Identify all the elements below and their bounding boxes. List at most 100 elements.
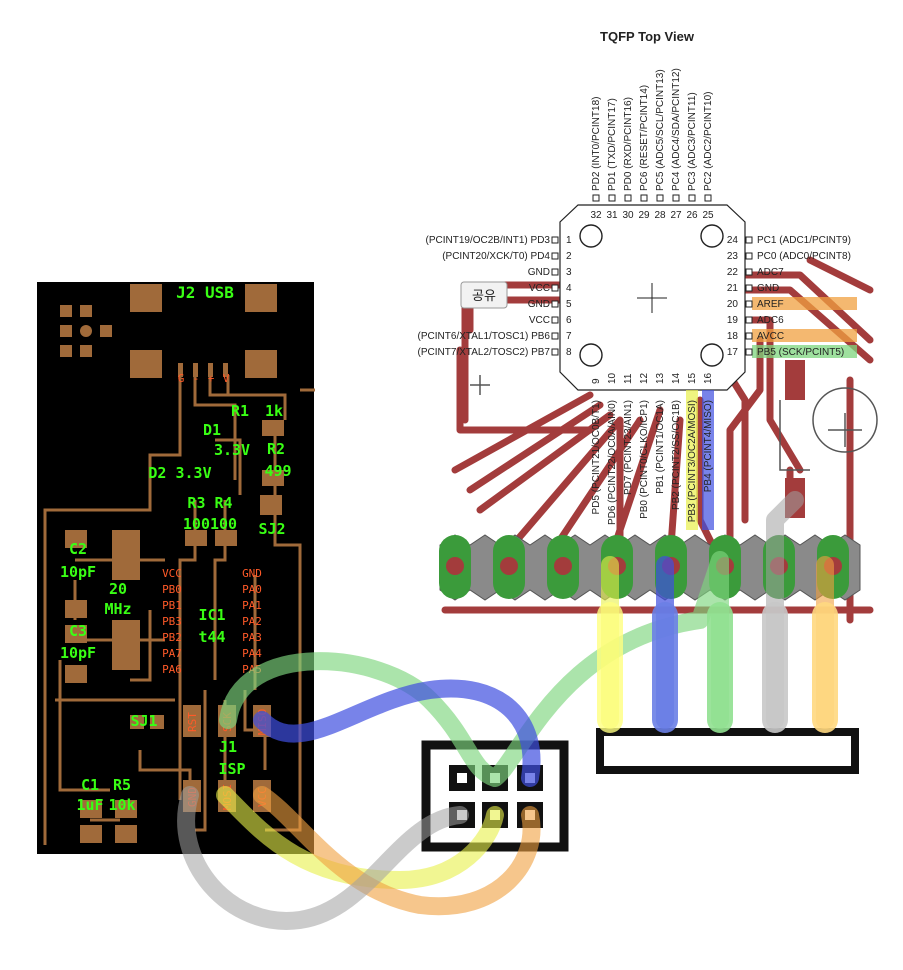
pin-highlight <box>752 329 857 342</box>
ic-pad-label: PA1 <box>242 599 262 612</box>
pin-box <box>551 268 559 276</box>
pin-label: (PCINT6/XTAL1/TOSC1) PB6 <box>418 331 551 342</box>
pin-label: VCC <box>529 283 550 294</box>
pin-label: PC1 (ADC1/PCINT9) <box>757 235 851 246</box>
header-pad[interactable] <box>493 535 525 599</box>
pin-box <box>745 252 753 260</box>
usb-pin-label: V <box>223 372 230 385</box>
pin-label: PC6 (RESET/PCINT14) <box>639 85 650 191</box>
ic-pad-label: PA7 <box>162 647 182 660</box>
pcb-label-c2: C2 <box>69 540 87 558</box>
pin-label: ADC6 <box>757 315 784 326</box>
ic-pad-label: GND <box>242 567 262 580</box>
chip-hole-br <box>700 343 724 367</box>
pin-box <box>551 236 559 244</box>
pin-box <box>745 268 753 276</box>
ic-pad-label: PA4 <box>242 647 262 660</box>
pin-number: 8 <box>566 347 572 358</box>
header-pad-hole <box>446 557 464 575</box>
pin-number: 9 <box>591 378 602 384</box>
pcb-label-r2-value: 499 <box>264 462 291 480</box>
pcb-label-crystal-unit: MHz <box>104 600 131 618</box>
pin-label: PD6 (PCINT22/OC0A/AIN0) <box>607 400 618 525</box>
header-pad[interactable] <box>439 535 471 599</box>
ic-pad-label: PA6 <box>162 663 182 676</box>
pin-label: (PCINT20/XCK/T0) PD4 <box>442 251 550 262</box>
pin-box <box>656 194 664 202</box>
pin-label: VCC <box>529 315 550 326</box>
pcb-label-c3: C3 <box>69 622 87 640</box>
pin-box <box>608 194 616 202</box>
pin-number: 2 <box>566 251 572 262</box>
pcb-label-c3-value: 10pF <box>60 644 96 662</box>
pin-label: GND <box>757 283 779 294</box>
ic-pad-label: PA2 <box>242 615 262 628</box>
pcb-label-r1: R1 <box>231 402 249 420</box>
chip-title: TQFP Top View <box>600 29 695 44</box>
pin-label: PB1 (PCINT1/OC1A) <box>655 400 666 494</box>
chip-pin-top: 29 PC6 (RESET/PCINT14) <box>638 85 650 221</box>
pin-box <box>745 284 753 292</box>
pin-label: PB5 (SCK/PCINT5) <box>757 347 844 358</box>
pin-number: 13 <box>655 372 666 384</box>
pin-header[interactable] <box>439 534 861 601</box>
pin-box <box>745 316 753 324</box>
chip-pin-top: 31 PD1 (TXD/PCINT17) <box>606 98 618 221</box>
share-tooltip[interactable]: 공유 <box>460 281 508 309</box>
pcb-label-c2-value: 10pF <box>60 563 96 581</box>
pin-label: AREF <box>757 299 784 310</box>
pcb-label-r3r4: R3 R4 <box>187 494 232 512</box>
ic-pad-label: PA0 <box>242 583 262 596</box>
pin-label: AVCC <box>757 331 784 342</box>
share-tooltip-label: 공유 <box>472 289 496 304</box>
ic-pad-label: PB2 <box>162 631 182 644</box>
pin-number: 30 <box>622 210 634 221</box>
ic-pad-label: VCC <box>162 567 182 580</box>
isp-socket-hole <box>457 773 467 783</box>
pin-label: PC0 (ADC0/PCINT8) <box>757 251 851 262</box>
pin-label: GND <box>528 299 550 310</box>
pin-label: ADC7 <box>757 267 784 278</box>
pcb-label-r1-value: 1k <box>265 402 283 420</box>
pin-box <box>592 194 600 202</box>
ic-pad-label: PB3 <box>162 615 182 628</box>
pin-label: PC3 (ADC3/PCINT11) <box>687 92 698 191</box>
pin-number: 25 <box>702 210 714 221</box>
pin-number: 10 <box>607 372 618 384</box>
chip-hole-tr <box>700 224 724 248</box>
pcb-label-r2: R2 <box>267 440 285 458</box>
pcb-label-j1: J1 <box>219 738 237 756</box>
pin-number: 3 <box>566 267 572 278</box>
pin-label: PD1 (TXD/PCINT17) <box>607 98 618 191</box>
pcb-label-d2-label: D2 3.3V <box>148 464 211 482</box>
pcb-label-c1-value: 1uF <box>76 796 103 814</box>
pin-box <box>704 194 712 202</box>
pin-box <box>745 332 753 340</box>
pin-label: PB4 (PCINT4/MISO) <box>703 400 714 492</box>
pin-box <box>745 300 753 308</box>
header-cable-bar <box>596 728 859 774</box>
pin-number: 21 <box>727 283 739 294</box>
pin-number: 31 <box>606 210 618 221</box>
pcb-label-sj2: SJ2 <box>258 520 285 538</box>
pcb-label-crystal-value: 20 <box>109 580 127 598</box>
header-pad[interactable] <box>547 535 579 599</box>
pcb-label-j1-value: ISP <box>218 760 245 778</box>
header-pad-hole <box>554 557 572 575</box>
pin-box <box>745 348 753 356</box>
pin-box <box>640 194 648 202</box>
pin-label: PC2 (ADC2/PCINT10) <box>703 92 714 191</box>
pin-highlight <box>702 390 714 530</box>
pin-number: 29 <box>638 210 650 221</box>
